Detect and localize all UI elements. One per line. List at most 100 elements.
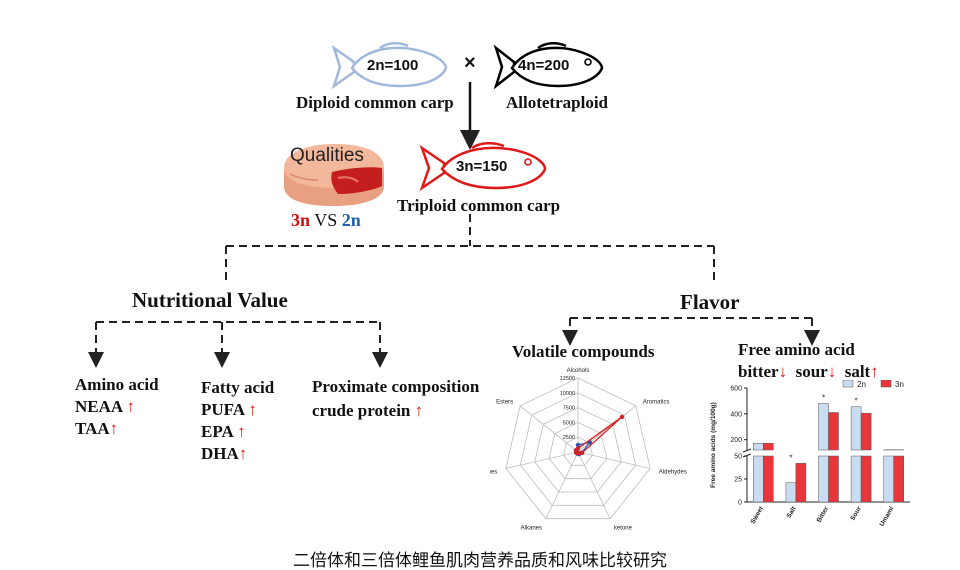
- fatty-item: EPA ↑: [201, 422, 246, 441]
- allotetraploid-fish-label: 4n=200: [518, 57, 570, 74]
- bar: [753, 443, 764, 451]
- radar-point: [573, 448, 579, 453]
- bar: [818, 403, 829, 451]
- radar-axis-label: Alkenes: [490, 469, 497, 475]
- radar-grid-ring: [534, 407, 622, 493]
- x-tick-label: Salt: [786, 505, 798, 520]
- flavor-title: Flavor: [680, 290, 740, 314]
- radar-tick-label: 5000: [563, 420, 575, 426]
- bar: [763, 443, 774, 451]
- x-tick-label: Bitter: [816, 505, 831, 524]
- radar-axis-label: Esters: [496, 399, 513, 405]
- qualities-compare: 3n VS 2n: [291, 210, 361, 231]
- significance-mark: *: [789, 453, 792, 462]
- bar: [850, 406, 862, 451]
- radar-grid-ring: [505, 377, 651, 520]
- legend-label: 3n: [895, 380, 904, 389]
- bar: [795, 463, 807, 503]
- up-arrow-icon: ↑: [109, 419, 119, 438]
- free-amino-block: Free amino acid bitter↓ sour↓ salt↑: [738, 339, 879, 383]
- radar-spoke: [577, 451, 611, 519]
- x-tick-label: Umami: [879, 505, 896, 527]
- significance-mark: *: [822, 394, 825, 403]
- free-amino-taste-row: bitter↓ sour↓ salt↑: [738, 362, 879, 381]
- y-tick-label: 400: [730, 411, 742, 418]
- legend-label: 2n: [857, 380, 866, 389]
- triploid-fish-icon: [419, 142, 547, 192]
- down-arrow-icon: ↓: [827, 362, 837, 381]
- bar: [763, 455, 774, 503]
- up-arrow-icon: ↑: [126, 397, 135, 416]
- free-amino-title: Free amino acid: [738, 340, 855, 359]
- bar: [818, 455, 829, 503]
- diploid-fish-icon: [331, 42, 448, 90]
- bar: [883, 455, 894, 503]
- radar-spoke: [545, 451, 579, 519]
- qualities-badge: Qualities: [290, 145, 364, 166]
- proximate-block: Proximate composition crude protein ↑: [312, 375, 479, 423]
- diploid-fish-label: 2n=100: [367, 57, 419, 74]
- radar-point: [575, 442, 581, 448]
- amino-heading: Amino acid: [75, 375, 159, 394]
- x-tick-label: Sour: [849, 505, 863, 522]
- fatty-heading: Fatty acid: [201, 378, 275, 397]
- significance-mark: *: [855, 397, 858, 406]
- up-arrow-icon: ↑: [238, 444, 248, 463]
- up-arrow-icon: ↑: [248, 400, 257, 419]
- radar-spoke: [519, 405, 579, 453]
- y-tick-label: 0: [738, 500, 742, 507]
- bar: [828, 412, 839, 451]
- x-tick-label: Sweet: [750, 505, 766, 525]
- radar-grid-ring: [548, 421, 608, 480]
- flow-line-nutrition: [95, 321, 381, 358]
- fatty-acid-block: Fatty acid PUFA ↑ EPA ↑ DHA↑: [201, 377, 274, 465]
- compare-2n: 2n: [341, 210, 361, 230]
- legend-swatch: [842, 380, 854, 388]
- nutritional-title: Nutritional Value: [132, 288, 288, 312]
- fatty-item: PUFA ↑: [201, 400, 257, 419]
- triploid-fish-label: 3n=150: [456, 158, 508, 175]
- y-tick-label: 600: [730, 386, 742, 393]
- volatile-radar-chart: AlcoholsAromaticsAldehydesketoneAlkanesA…: [490, 368, 687, 532]
- figure-caption: 二倍体和三倍体鲤鱼肌肉营养品质和风味比较研究: [293, 551, 667, 570]
- legend-swatch: [880, 380, 892, 388]
- diploid-name: Diploid common carp: [296, 93, 454, 112]
- amino-acid-block: Amino acid NEAA ↑ TAA↑: [75, 374, 159, 440]
- y-axis-label: Free amino acids (mg/100g): [710, 402, 717, 488]
- up-arrow-icon: ↑: [870, 362, 879, 381]
- amino-item: NEAA ↑: [75, 397, 135, 416]
- radar-tick-label: 10000: [560, 391, 575, 397]
- radar-axis-label: Aldehydes: [659, 469, 687, 475]
- triploid-name: Triploid common carp: [397, 196, 561, 215]
- bar: [753, 455, 764, 503]
- radar-tick-label: 2500: [563, 435, 575, 441]
- radar-tick-label: 7500: [563, 406, 575, 412]
- radar-axis-label: Aromatics: [643, 399, 670, 405]
- radar-tick-label: 12500: [560, 376, 575, 382]
- y-tick-label: 25: [734, 477, 742, 484]
- cross-symbol: ×: [464, 52, 476, 74]
- bar: [860, 455, 872, 503]
- amino-item: TAA↑: [75, 419, 119, 438]
- radar-point: [619, 414, 625, 420]
- allotetraploid-name: Allotetraploid: [506, 93, 608, 112]
- radar-point: [579, 450, 585, 456]
- bar: [860, 412, 872, 451]
- up-arrow-icon: ↑: [237, 422, 246, 441]
- proximate-item: crude protein ↑: [312, 401, 424, 420]
- flow-line-flavor: [569, 317, 813, 336]
- proximate-heading: Proximate composition: [312, 377, 480, 396]
- compare-vs: VS: [310, 210, 342, 230]
- bar: [785, 482, 797, 503]
- axis-break-mark: [742, 448, 752, 453]
- bar: [850, 455, 862, 503]
- radar-axis-label: ketone: [614, 526, 633, 532]
- up-arrow-icon: ↑: [414, 401, 424, 420]
- bar: [828, 455, 839, 503]
- volatile-title: Volatile compounds: [512, 342, 655, 361]
- radar-axis-label: Alcohols: [567, 368, 590, 374]
- bar: [893, 455, 904, 503]
